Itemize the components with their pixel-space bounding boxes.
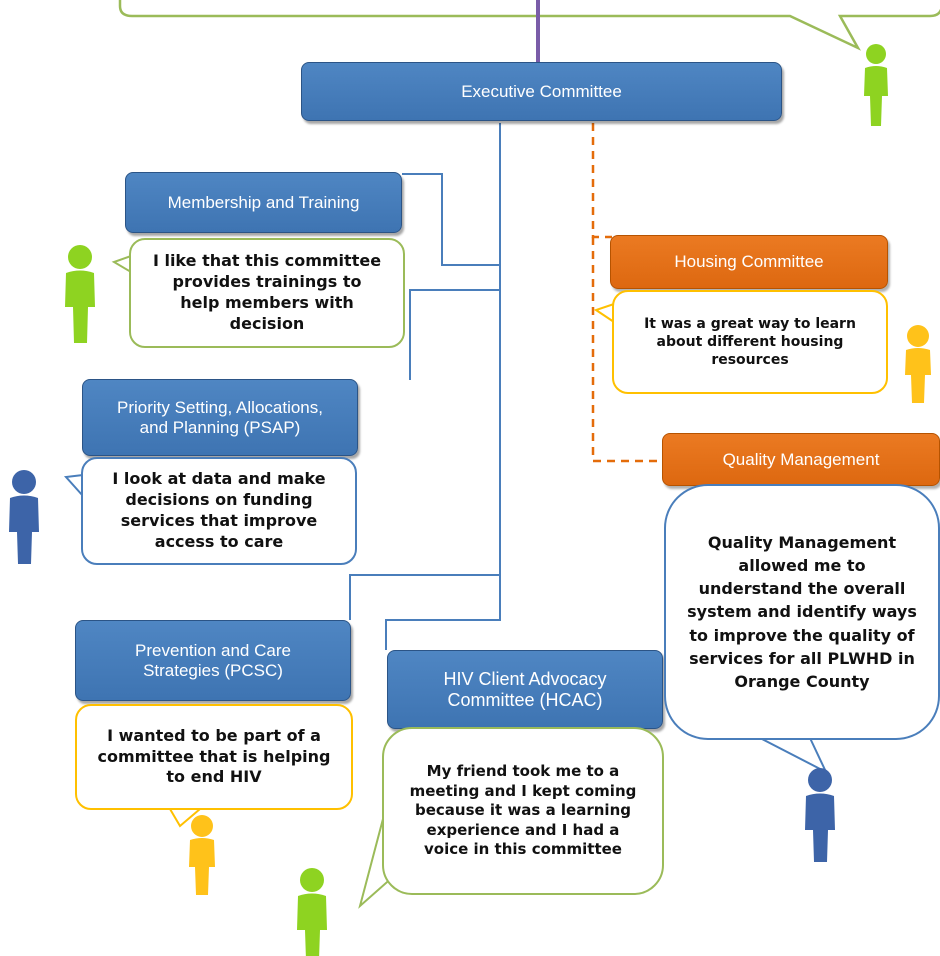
- bubble-tail-membership: [111, 255, 132, 273]
- blue-person-icon: [805, 768, 835, 862]
- green-person-icon: [65, 245, 95, 343]
- bubble-tail-psap: [63, 474, 84, 497]
- membership-training-box: Membership and Training: [125, 172, 402, 233]
- yellow-person-icon: [905, 325, 931, 403]
- membership-quote-bubble: I like that this committee provides trai…: [129, 238, 405, 348]
- yellow-person-icon: [189, 815, 215, 895]
- psap-box: Priority Setting, Allocations, and Plann…: [82, 379, 358, 456]
- quality-quote-bubble: Quality Management allowed me to underst…: [664, 484, 940, 740]
- top-speech-bubble: [118, 0, 940, 51]
- bubble-tail-housing: [593, 303, 615, 323]
- bubble-tail-pcsc: [169, 808, 201, 828]
- blue-connectors: [349, 123, 501, 650]
- orange-dashed-connectors: [591, 123, 662, 463]
- quality-management-box: Quality Management: [662, 433, 940, 486]
- executive-committee-box: Executive Committee: [301, 62, 782, 121]
- housing-committee-box: Housing Committee: [610, 235, 888, 289]
- pcsc-box: Prevention and Care Strategies (PCSC): [75, 620, 351, 701]
- housing-quote-bubble: It was a great way to learn about differ…: [612, 290, 888, 394]
- hcac-box: HIV Client Advocacy Committee (HCAC): [387, 650, 663, 729]
- psap-quote-bubble: I look at data and make decisions on fun…: [81, 457, 357, 565]
- bubble-tail-quality: [759, 737, 829, 775]
- green-person-icon: [297, 868, 327, 956]
- hcac-quote-bubble: My friend took me to a meeting and I kep…: [382, 727, 664, 895]
- blue-person-icon: [9, 470, 39, 564]
- pcsc-quote-bubble: I wanted to be part of a committee that …: [75, 704, 353, 810]
- green-person-icon: [864, 44, 888, 126]
